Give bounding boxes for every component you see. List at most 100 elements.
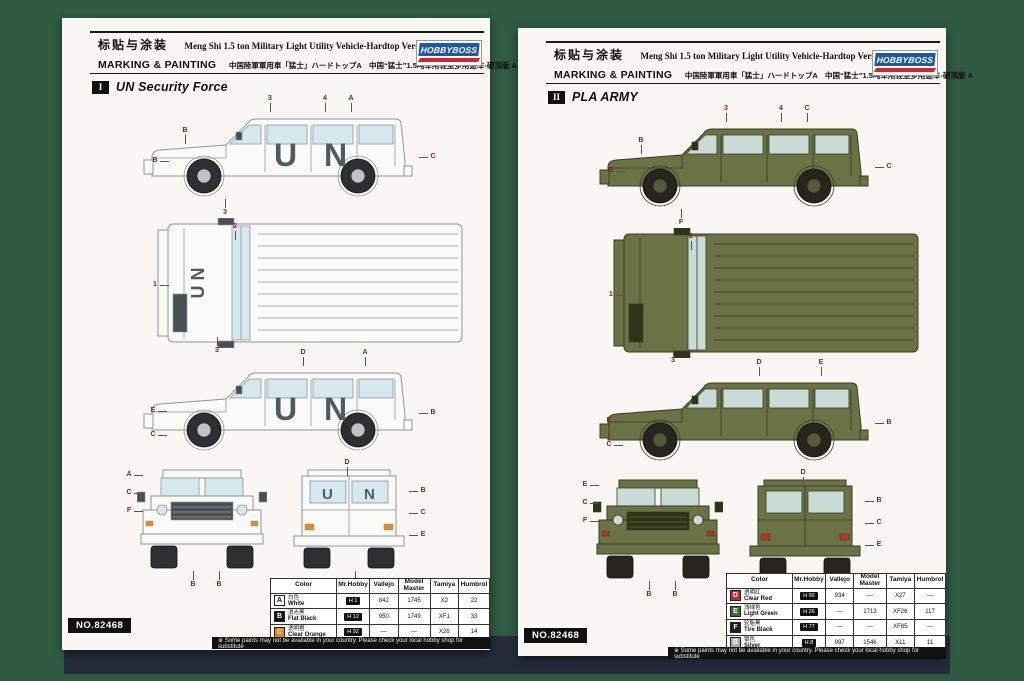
header-cn-title: 标贴与涂装 <box>98 38 169 52</box>
vehicle-side <box>599 382 869 461</box>
model-master-value: 1749 <box>397 608 431 625</box>
callout-label: C <box>604 440 623 449</box>
hobbyboss-logo-blue: HOBBYBOSS <box>874 53 936 66</box>
headlight <box>156 504 168 516</box>
paint-name-cn: 透明橙 <box>288 625 305 632</box>
callout-label: D <box>298 348 308 366</box>
header-top-rule <box>90 31 484 33</box>
callout-label: C <box>124 488 143 497</box>
callout-label: C <box>580 498 599 507</box>
hobbyboss-logo-blue: HOBBYBOSS <box>418 43 480 56</box>
mirror <box>137 491 146 503</box>
callout-label: C <box>802 104 812 122</box>
callout-label: 3 <box>721 104 731 122</box>
paint-name-en: Flat Black <box>288 616 317 623</box>
mr-hobby-value: H 90 <box>791 587 826 605</box>
callout-label: E <box>580 480 599 489</box>
paint-name-cn: 消光黑 <box>288 610 305 617</box>
tamiya-value: XF26 <box>885 603 916 620</box>
page-un-security-force: 标贴与涂装 Meng Shi 1.5 ton Military Light Ut… <box>62 18 517 650</box>
mirror <box>235 131 243 141</box>
vehicle-rear <box>749 479 861 579</box>
callout-label: A <box>124 470 143 479</box>
callout-label: C <box>865 518 884 527</box>
model-master-value: — <box>853 587 887 605</box>
mirror <box>258 491 267 503</box>
col-tamiya: Tamiya <box>885 573 916 589</box>
mirror <box>691 395 699 405</box>
callout-label: E <box>816 358 826 376</box>
scheme-title: II PLA ARMY <box>548 90 638 104</box>
paint-name-cn: 浅绿色 <box>744 605 761 612</box>
hobbyboss-logo-text: HOBBYBOSS <box>876 54 934 65</box>
un-marking-n: N <box>364 486 375 503</box>
color-swatch: D <box>730 590 741 602</box>
humbrol-value: 33 <box>458 608 490 625</box>
marking-painting-label: MARKING & PAINTING <box>554 69 673 81</box>
vehicle-rear: U N <box>293 469 405 569</box>
taillight <box>839 533 850 541</box>
callout-label: E <box>409 530 428 539</box>
tamiya-value: X27 <box>885 587 916 605</box>
mirror <box>217 340 235 348</box>
callout-label: B <box>409 486 428 495</box>
col-mr-hobby: Mr.Hobby <box>336 578 371 594</box>
top-view: U N <box>157 218 463 348</box>
kit-number: NO.82468 <box>524 628 588 643</box>
front-view <box>137 469 267 569</box>
callout-label: B <box>606 166 625 175</box>
mr-hobby-value: H 12 <box>336 608 371 625</box>
callout-label: C <box>148 430 167 439</box>
color-swatch: B <box>274 611 285 623</box>
callout-label: 1 <box>150 280 169 289</box>
vehicle-side: U N <box>143 372 413 451</box>
callout-label: E <box>148 406 167 415</box>
color-swatch: F <box>730 621 741 633</box>
callout-label: E <box>604 416 623 425</box>
callout-label: B <box>214 571 224 589</box>
scheme-name: PLA ARMY <box>572 90 638 104</box>
col-model-master: Model Master <box>397 578 431 594</box>
callout-label: D <box>798 468 808 486</box>
front-view <box>593 479 723 579</box>
hobbyboss-logo-text: HOBBYBOSS <box>420 44 478 55</box>
paint-name-en: Light Green <box>744 611 778 618</box>
col-mr-hobby: Mr.Hobby <box>791 573 826 589</box>
col-humbrol: Humbrol <box>458 578 490 594</box>
paint-name-en: Tire Black <box>744 626 773 633</box>
col-vallejo: Vallejo <box>369 578 399 594</box>
callout-label: B <box>865 496 884 505</box>
taillight <box>383 523 394 531</box>
vehicle-top: U N <box>157 218 463 348</box>
humbrol-value: 117 <box>914 603 946 620</box>
side-view-bottom: U N <box>143 372 413 451</box>
scheme-title: I UN Security Force <box>92 80 228 94</box>
header-line-2: MARKING & PAINTING 中国陸軍軍用車「猛士」ハードトップA 中国… <box>554 65 973 83</box>
mirror <box>714 501 723 513</box>
page-pla-army: 标贴与涂装 Meng Shi 1.5 ton Military Light Ut… <box>518 28 973 660</box>
paint-table: Color Mr.Hobby Vallejo Model Master Tami… <box>726 573 946 652</box>
callout-label: 3 <box>668 347 678 365</box>
humbrol-value: 22 <box>458 592 490 610</box>
kit-number: NO.82468 <box>68 618 132 633</box>
header-bottom-rule <box>90 73 484 74</box>
callout-label: C <box>409 508 428 517</box>
header-cn-title: 标贴与涂装 <box>554 48 625 62</box>
paint-name-cn: 透明红 <box>744 589 761 596</box>
paint-table-header: Color Mr.Hobby Vallejo Model Master Tami… <box>269 578 490 594</box>
side-view-top <box>599 128 869 207</box>
paint-name-en: Clear Red <box>744 595 773 602</box>
callout-label: A <box>346 94 356 112</box>
header-line-1: 标贴与涂装 Meng Shi 1.5 ton Military Light Ut… <box>98 36 439 54</box>
scheme-numeral: II <box>548 90 565 104</box>
mirror <box>217 218 235 226</box>
header-top-rule <box>546 41 940 43</box>
top-view <box>613 228 919 358</box>
